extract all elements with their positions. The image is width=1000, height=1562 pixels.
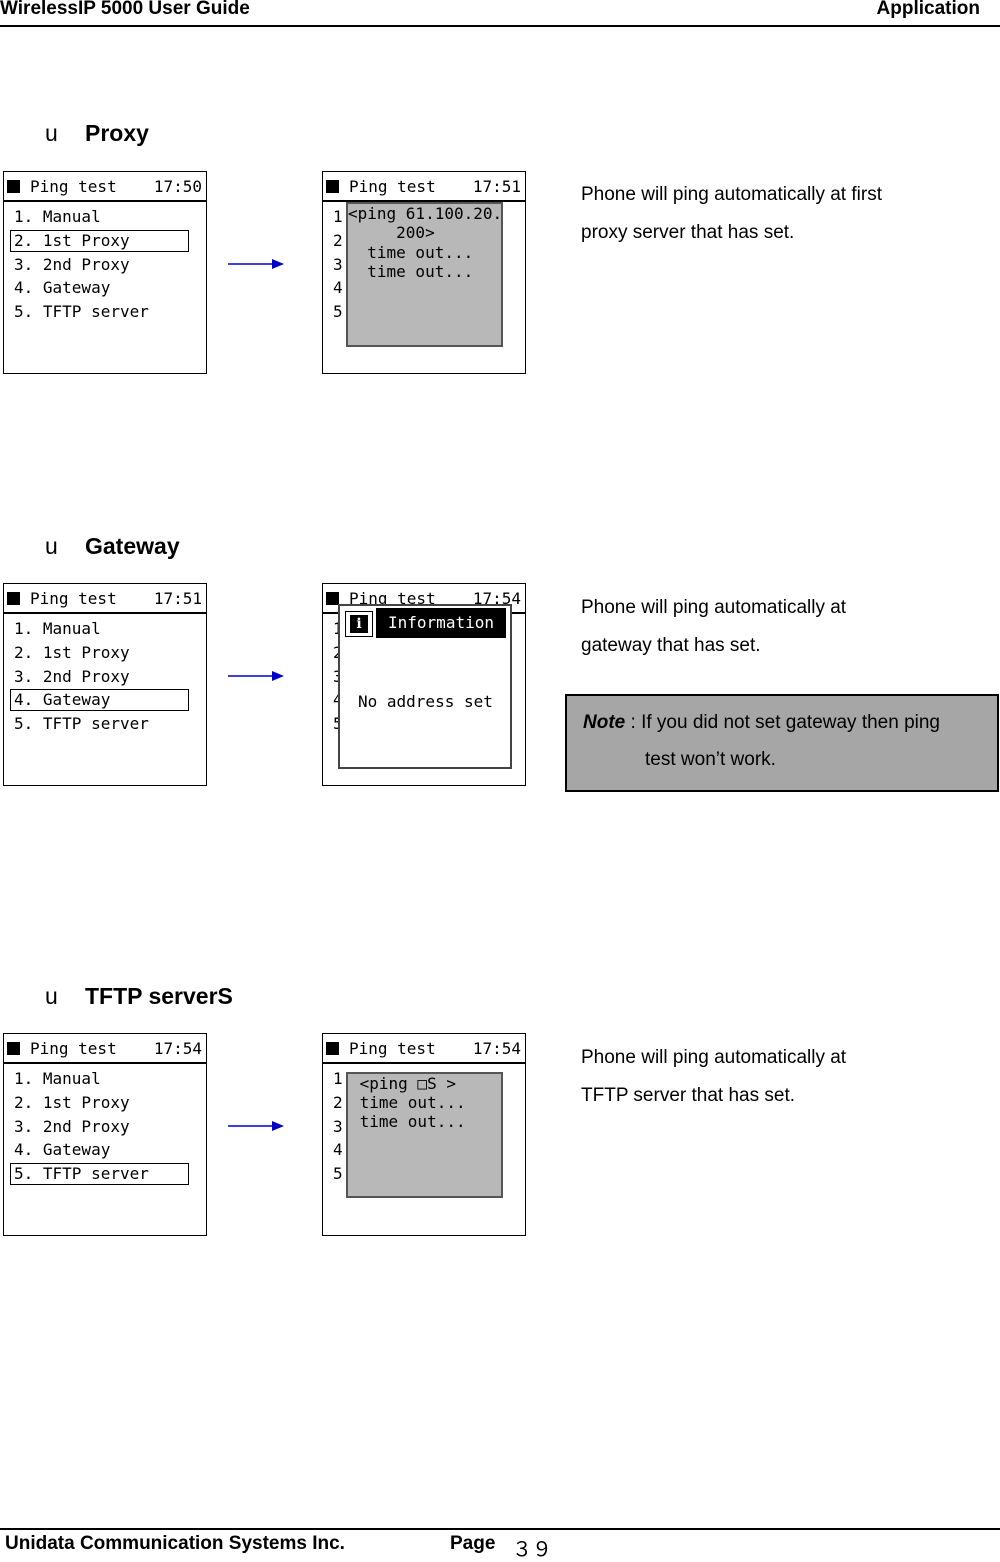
footer-rule bbox=[0, 1528, 1000, 1530]
arrow-right-icon bbox=[228, 1121, 284, 1131]
menu-item[interactable]: 1. Manual bbox=[14, 1069, 101, 1088]
note-text: If you did not set gateway then ping bbox=[641, 712, 941, 733]
selection-highlight bbox=[10, 689, 189, 711]
signal-icon bbox=[7, 592, 20, 605]
menu-item[interactable]: 2. 1st Proxy bbox=[14, 643, 130, 662]
chapter-title: Application bbox=[876, 0, 980, 19]
menu-item[interactable]: 4. Gateway bbox=[14, 690, 111, 709]
screen-titlebar: Ping test 17:51 bbox=[4, 584, 206, 614]
menu-item[interactable]: 3. 2nd Proxy bbox=[14, 667, 130, 686]
description-tftp: Phone will ping automatically at TFTP se… bbox=[581, 1047, 847, 1106]
menu-screen-proxy: Ping test 17:50 1. Manual 2. 1st Proxy 3… bbox=[3, 171, 207, 374]
screen-titlebar: Ping test 17:50 bbox=[4, 172, 206, 202]
bullet-icon: u bbox=[45, 120, 58, 146]
menu-item[interactable]: 3. 2nd Proxy bbox=[14, 255, 130, 274]
menu-item[interactable]: 2. 1st Proxy bbox=[14, 231, 130, 250]
screen-titlebar: Ping test 17:51 bbox=[323, 172, 525, 202]
page-number: ３９ bbox=[512, 1539, 552, 1561]
dialog-header: i Information bbox=[342, 608, 506, 638]
result-screen-gateway: Ping test 17:54 1 2 3 4 5 i Information … bbox=[322, 583, 526, 786]
dialog-message: No address set bbox=[358, 692, 493, 711]
info-icon: i bbox=[345, 611, 373, 637]
menu-item[interactable]: 4. Gateway bbox=[14, 278, 111, 297]
description-gateway: Phone will ping automatically at gateway… bbox=[581, 597, 847, 656]
menu-item[interactable]: 3. 2nd Proxy bbox=[14, 1117, 130, 1136]
doc-title: WirelessIP 5000 User Guide bbox=[0, 0, 250, 19]
description-proxy: Phone will ping automatically at first p… bbox=[581, 184, 882, 243]
menu-item[interactable]: 5. TFTP server bbox=[14, 1164, 149, 1183]
ping-popup: <ping 61.100.20. 200> time out... time o… bbox=[346, 202, 503, 347]
page-label: Page bbox=[450, 1533, 496, 1554]
signal-icon bbox=[7, 180, 20, 193]
screen-titlebar: Ping test 17:54 bbox=[323, 1034, 525, 1064]
signal-icon bbox=[7, 1042, 20, 1055]
menu-item[interactable]: 1. Manual bbox=[14, 207, 101, 226]
result-screen-tftp: Ping test 17:54 1 2 3 4 5 <ping □S > tim… bbox=[322, 1033, 526, 1236]
menu-screen-gateway: Ping test 17:51 1. Manual 2. 1st Proxy 3… bbox=[3, 583, 207, 786]
menu-item[interactable]: 5. TFTP server bbox=[14, 714, 149, 733]
company-name: Unidata Communication Systems Inc. bbox=[5, 1533, 345, 1554]
signal-icon bbox=[326, 1042, 339, 1055]
bullet-icon: u bbox=[45, 983, 58, 1009]
note-label: Note bbox=[583, 712, 626, 733]
information-dialog: i Information No address set bbox=[338, 604, 512, 769]
arrow-right-icon bbox=[228, 259, 284, 269]
signal-icon bbox=[326, 592, 339, 605]
result-screen-proxy: Ping test 17:51 1 2 3 4 5 <ping 61.100.2… bbox=[322, 171, 526, 374]
bullet-icon: u bbox=[45, 533, 58, 559]
selection-highlight bbox=[10, 1163, 189, 1185]
selection-highlight bbox=[10, 230, 189, 252]
ping-popup: <ping □S > time out... time out... bbox=[346, 1072, 503, 1198]
note-text-cont: test won’t work. bbox=[645, 749, 776, 770]
arrow-right-icon bbox=[228, 671, 284, 681]
menu-screen-tftp: Ping test 17:54 1. Manual 2. 1st Proxy 3… bbox=[3, 1033, 207, 1236]
menu-item[interactable]: 1. Manual bbox=[14, 619, 101, 638]
menu-item[interactable]: 5. TFTP server bbox=[14, 302, 149, 321]
signal-icon bbox=[326, 180, 339, 193]
header-rule bbox=[0, 25, 1000, 27]
menu-item[interactable]: 2. 1st Proxy bbox=[14, 1093, 130, 1112]
menu-item[interactable]: 4. Gateway bbox=[14, 1140, 111, 1159]
screen-titlebar: Ping test 17:54 bbox=[4, 1034, 206, 1064]
dialog-title: Information bbox=[376, 608, 506, 638]
note-box: Note : If you did not set gateway then p… bbox=[565, 694, 999, 792]
